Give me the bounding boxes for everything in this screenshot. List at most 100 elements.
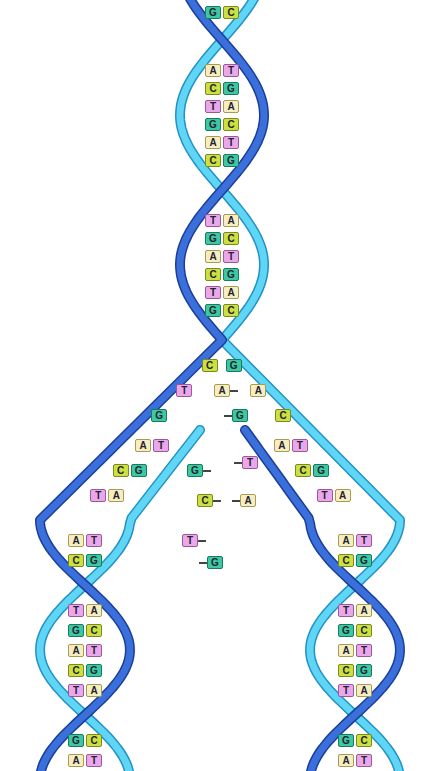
nucleotide: G [356,554,372,567]
base-letter: G [230,360,238,371]
nucleotide: T [223,136,239,149]
strand-outline [245,430,400,771]
nucleotide: A [240,494,256,507]
dna-strand [245,430,400,771]
base-letter: T [343,685,349,696]
nucleotide: G [356,664,372,677]
phosphate-stub [213,500,221,502]
base-letter: A [278,440,285,451]
nucleotide: T [153,439,169,452]
nucleotide: A [214,384,230,397]
base-letter: C [227,233,234,244]
base-letter: C [209,83,216,94]
base-letter: A [227,215,234,226]
nucleotide: G [223,154,239,167]
base-letter: T [91,645,97,656]
base-letter: T [95,490,101,501]
base-letter: C [342,665,349,676]
nucleotide: G [223,268,239,281]
base-letter: A [360,605,367,616]
base-letter: A [72,755,79,766]
base-letter: A [342,755,349,766]
nucleotide: A [338,754,354,767]
base-letter: G [209,7,217,18]
base-letter: G [360,665,368,676]
phosphate-stub [198,540,206,542]
nucleotide: C [338,664,354,677]
nucleotide: G [313,464,329,477]
base-letter: C [227,305,234,316]
base-letter: G [209,305,217,316]
nucleotide: A [356,604,372,617]
nucleotide: C [205,82,221,95]
base-letter: C [280,410,287,421]
base-letter: A [342,645,349,656]
base-letter: C [72,555,79,566]
nucleotide: G [223,82,239,95]
base-letter: T [73,685,79,696]
base-letter: G [360,555,368,566]
nucleotide: C [197,494,213,507]
strand-outline [40,0,264,771]
base-letter: G [90,555,98,566]
base-letter: T [247,457,253,468]
nucleotide: A [205,64,221,77]
base-letter: A [209,65,216,76]
base-letter: G [342,625,350,636]
nucleotide: A [338,534,354,547]
nucleotide: C [356,624,372,637]
nucleotide: C [86,624,102,637]
nucleotide: T [68,604,84,617]
base-letter: G [236,410,244,421]
base-letter: T [361,755,367,766]
base-letter: T [361,645,367,656]
base-letter: G [317,465,325,476]
base-letter: A [218,385,225,396]
base-letter: T [91,535,97,546]
base-letter: C [209,269,216,280]
base-letter: C [342,555,349,566]
base-letter: T [91,755,97,766]
base-letter: A [360,685,367,696]
phosphate-stub [224,415,232,417]
base-letter: A [72,645,79,656]
nucleotide: C [202,359,218,372]
nucleotide: C [223,232,239,245]
nucleotide: C [113,464,129,477]
base-letter: C [90,625,97,636]
nucleotide: T [86,644,102,657]
nucleotide: G [86,554,102,567]
base-letter: C [72,665,79,676]
dna-strand [40,430,200,771]
nucleotide: G [205,232,221,245]
dna-strand [180,0,400,771]
nucleotide: C [205,268,221,281]
base-letter: T [187,535,193,546]
nucleotide: T [338,684,354,697]
base-letter: A [139,440,146,451]
base-letter: A [339,490,346,501]
nucleotide: T [86,754,102,767]
nucleotide: C [68,554,84,567]
base-letter: G [209,119,217,130]
base-letter: T [228,65,234,76]
nucleotide: T [317,489,333,502]
base-letter: A [209,137,216,148]
nucleotide: T [356,534,372,547]
base-letter: T [181,385,187,396]
base-letter: A [342,535,349,546]
nucleotide: G [68,734,84,747]
nucleotide: G [151,409,167,422]
base-letter: A [90,685,97,696]
nucleotide: A [223,100,239,113]
base-letter: A [227,287,234,298]
nucleotide: T [205,100,221,113]
base-letter: C [227,119,234,130]
base-letter: G [227,155,235,166]
nucleotide: C [295,464,311,477]
nucleotide: T [86,534,102,547]
base-letter: T [158,440,164,451]
nucleotide: G [226,359,242,372]
base-letter: T [361,535,367,546]
